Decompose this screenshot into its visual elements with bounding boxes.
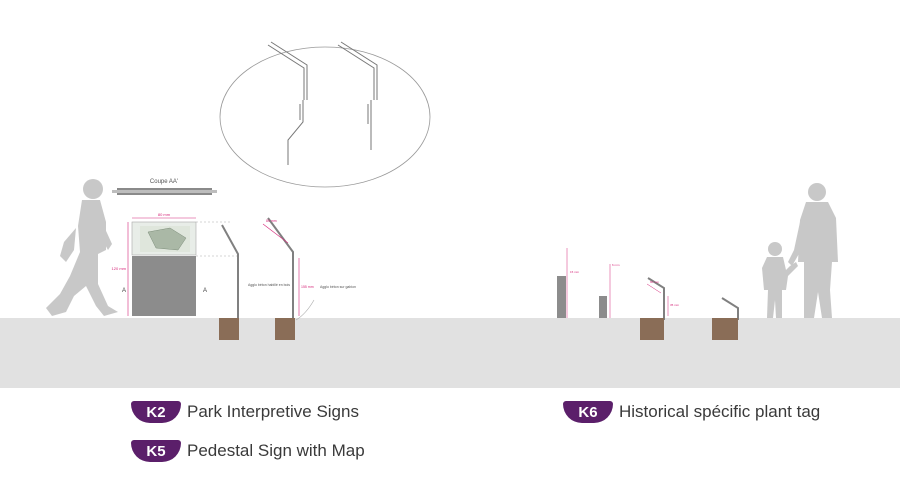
k2-note: Agglo béton habillé en bois	[248, 283, 290, 287]
k6-tag-post-1	[557, 276, 566, 318]
k6-tag-post-2	[599, 296, 607, 318]
legend-badge-k6: K6	[563, 401, 613, 423]
k6-tag-a-dimension: 15 mm	[570, 270, 580, 274]
section-label: Coupe AA'	[112, 179, 217, 195]
legend-label-k6: Historical spécific plant tag	[619, 402, 821, 421]
k6-footing-1	[640, 318, 664, 340]
legend-item-k6: K6 Historical spécific plant tag	[563, 398, 820, 426]
legend-label-k2: Park Interpretive Signs	[187, 402, 359, 421]
k6-tag-d-dimension: 35 mm	[670, 303, 680, 307]
section-mark-right: A	[203, 288, 207, 294]
k2-height-dimension: 120 mm	[112, 266, 127, 271]
ground-plane	[0, 318, 900, 388]
k2-profile-posts: Agglo béton habillé en bois 80 mm 155 mm…	[219, 217, 356, 340]
k2-width-dimension: 80 mm	[158, 212, 171, 217]
k6-plant-tags: 15 mm 6 mm 60 mm 35 mm	[557, 248, 739, 340]
k2-post-dimension: 80 mm	[266, 219, 277, 223]
section-mark-left: A	[122, 288, 126, 294]
k6-tag-b-dimension: 6 mm	[612, 263, 620, 267]
k2-footing-2	[275, 318, 295, 340]
detail-ellipse	[219, 41, 431, 188]
k6-footing-2	[712, 318, 738, 340]
k6-tag-c-dimension: 60 mm	[650, 280, 660, 284]
section-label-text: Coupe AA'	[150, 179, 178, 185]
k2-sign: 80 mm 120 mm A A	[112, 212, 240, 316]
legend-label-k5: Pedestal Sign with Map	[187, 441, 365, 460]
k2-pedestal	[132, 256, 196, 316]
legend-item-k2: K2 Park Interpretive Signs	[131, 398, 359, 426]
legend-item-k5: K5 Pedestal Sign with Map	[131, 437, 365, 465]
k2-footing-1	[219, 318, 239, 340]
k5-note: Agglo béton sur gabion	[320, 285, 356, 289]
legend-badge-k2: K2	[131, 401, 181, 423]
legend-badge-k5: K5	[131, 440, 181, 462]
adult-walking-silhouette	[46, 179, 118, 316]
k2-post-height-dimension: 155 mm	[301, 285, 314, 289]
adult-child-silhouette	[762, 183, 838, 318]
